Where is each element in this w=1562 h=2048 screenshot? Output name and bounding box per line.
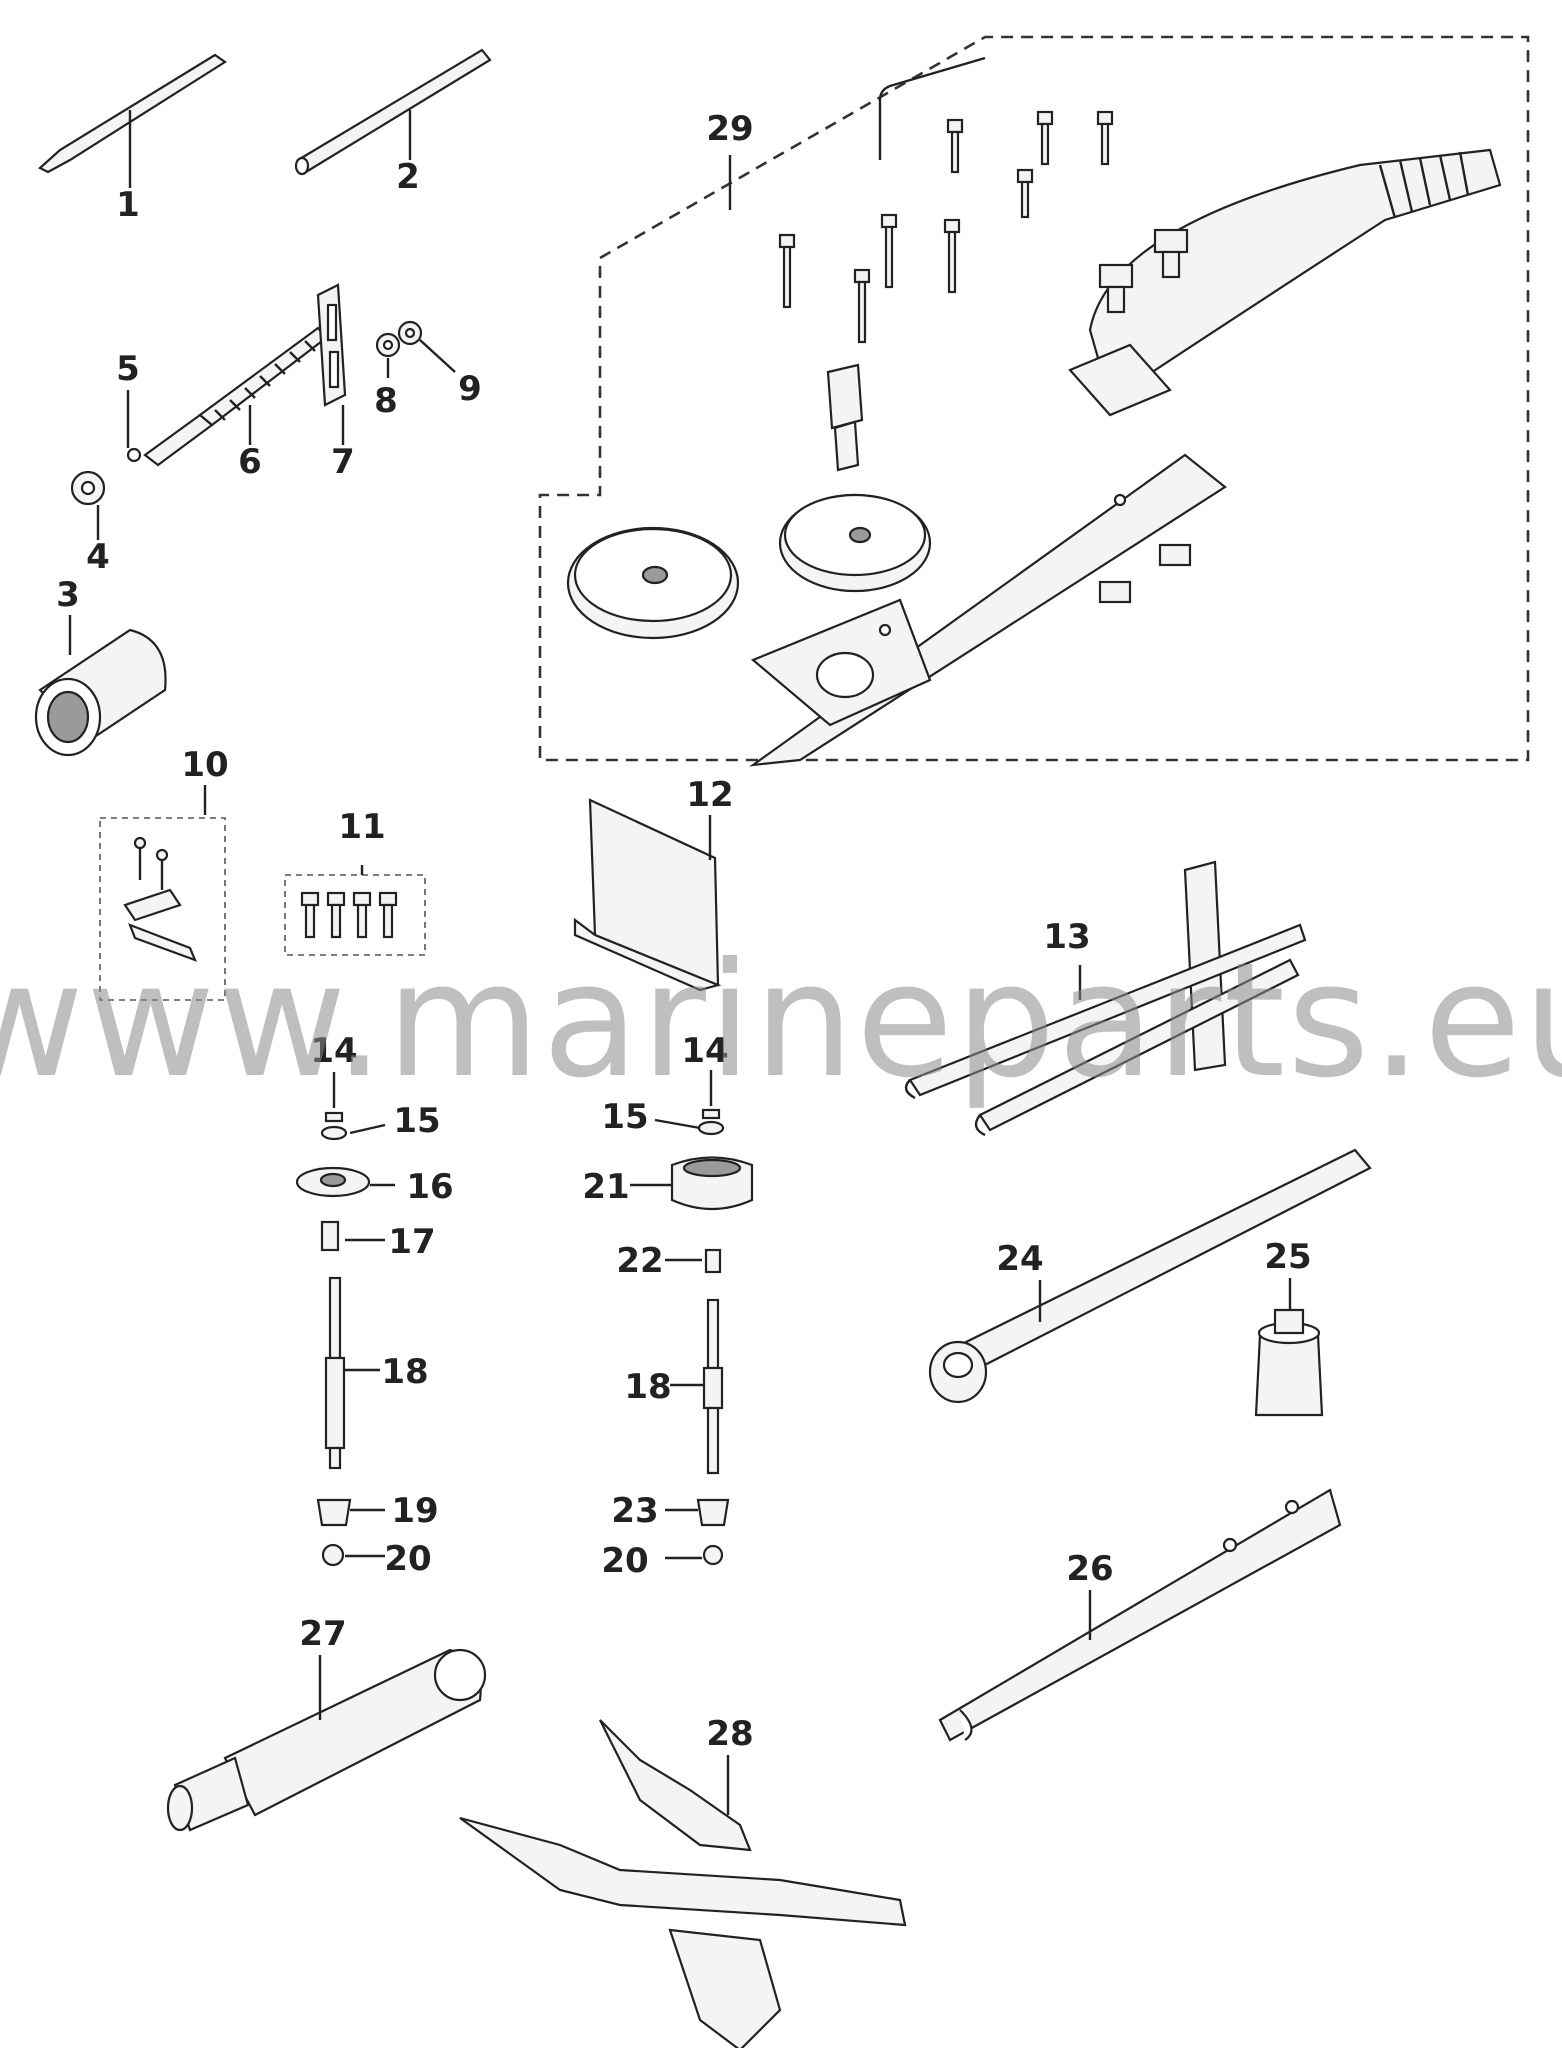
callout-15-left: 15 — [393, 1101, 440, 1141]
kit-29-outline — [538, 35, 1530, 762]
callout-29: 29 — [706, 109, 753, 149]
part-11-screws — [284, 865, 426, 956]
part-27-installer-tool — [166, 1648, 487, 1832]
callout-5: 5 — [116, 349, 140, 389]
callout-22: 22 — [616, 1241, 663, 1281]
part-24-spanner-wrench — [928, 1148, 1372, 1404]
callout-18-left: 18 — [381, 1352, 428, 1392]
part-1-drift-punch — [38, 53, 227, 188]
callout-21: 21 — [582, 1167, 629, 1207]
callout-3: 3 — [56, 575, 80, 615]
center-tool-stack — [630, 1070, 754, 1566]
watermark-text: www.marineparts.eu — [0, 929, 1562, 1113]
callout-14-left: 14 — [310, 1031, 357, 1071]
part-2-rod — [294, 48, 492, 176]
part-4-nut — [70, 470, 106, 540]
callout-20-left: 20 — [384, 1539, 431, 1579]
callout-1: 1 — [116, 185, 140, 225]
callout-13: 13 — [1043, 917, 1090, 957]
callout-24: 24 — [996, 1239, 1043, 1279]
callout-25: 25 — [1264, 1237, 1311, 1277]
callout-8: 8 — [374, 381, 398, 421]
part-25-socket — [1254, 1278, 1324, 1417]
part-9-nut — [397, 320, 456, 373]
part-7-puller-plate — [316, 283, 347, 445]
callout-28: 28 — [706, 1714, 753, 1754]
callout-4: 4 — [86, 537, 110, 577]
callout-23: 23 — [611, 1491, 658, 1531]
callout-12: 12 — [686, 775, 733, 815]
callout-9: 9 — [458, 369, 482, 409]
callout-17: 17 — [388, 1222, 435, 1262]
callout-7: 7 — [331, 442, 355, 482]
callout-18-center: 18 — [624, 1367, 671, 1407]
part-8-nut — [375, 332, 401, 378]
part-6-forcing-screw — [143, 326, 328, 467]
callout-26: 26 — [1066, 1549, 1113, 1589]
callout-20-center: 20 — [601, 1541, 648, 1581]
callout-15-center: 15 — [601, 1097, 648, 1137]
left-tool-stack — [295, 1072, 395, 1567]
callout-11: 11 — [338, 807, 385, 847]
callout-14-center: 14 — [681, 1031, 728, 1071]
part-3-sleeve — [34, 615, 167, 757]
part-5-washer — [126, 390, 142, 463]
part-26-spanner-bar — [938, 1488, 1342, 1742]
callout-27: 27 — [299, 1614, 346, 1654]
part-29-kit-contents — [566, 56, 1502, 767]
part-10-bracket-kit — [99, 785, 226, 1001]
callout-16: 16 — [406, 1167, 453, 1207]
callout-10: 10 — [181, 745, 228, 785]
part-12-support-plate — [573, 798, 722, 992]
part-28-puller-jaws — [459, 1719, 907, 2048]
callout-6: 6 — [238, 442, 262, 482]
part-13-puller — [904, 860, 1307, 1137]
callout-19: 19 — [391, 1491, 438, 1531]
callout-2: 2 — [396, 157, 420, 197]
